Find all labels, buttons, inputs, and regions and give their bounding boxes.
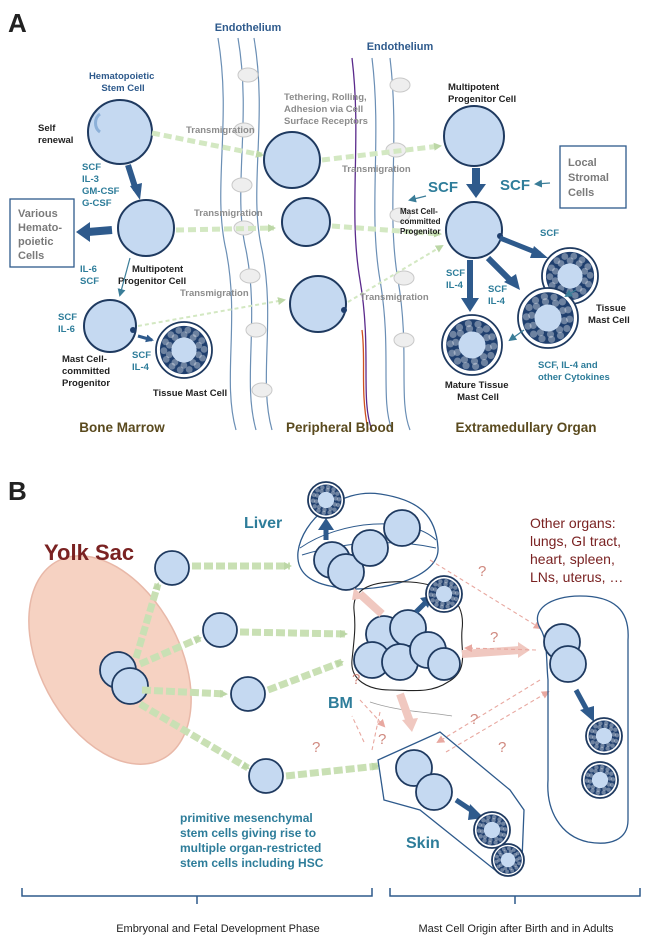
- tethering-label: Tethering, Rolling, Adhesion via Cell Su…: [284, 92, 369, 127]
- scf-big-label: SCF: [428, 179, 458, 196]
- svg-text:?: ?: [378, 731, 386, 748]
- tissue-mast-bm-label: Tissue Mast Cell: [153, 388, 227, 399]
- tissue-mast-org-label: Tissue Mast Cell: [588, 303, 630, 326]
- il6-scf-label: IL-6 SCF: [80, 264, 100, 287]
- organ-mast-cell-2: [581, 761, 619, 799]
- scf-big-right-label: SCF: [500, 177, 530, 194]
- multipotent-org-label: Multipotent Progenitor Cell: [448, 82, 516, 105]
- various-cells-box: [9, 198, 75, 268]
- yolk-cell-2: [111, 667, 149, 705]
- tissue-mast-cell-bm: [155, 321, 213, 379]
- brace-adult: [389, 888, 641, 904]
- liver-mast-cell: [307, 481, 345, 519]
- liver-cell-4: [383, 509, 421, 547]
- svg-text:?: ?: [490, 629, 498, 646]
- mc-committed-org-cell: [445, 201, 503, 259]
- migrating-cell-4: [248, 758, 284, 794]
- blood-cell-2: [281, 197, 331, 247]
- migrating-cell-2: [202, 612, 238, 648]
- primitive-cells-label: primitive mesenchymal stem cells giving …: [180, 811, 325, 870]
- phase-embryonal-label: Embryonal and Fetal Development Phase: [116, 923, 320, 935]
- other-organ-outline: [536, 595, 629, 844]
- bm-cell-6: [427, 647, 461, 681]
- yolk-sac-label: Yolk Sac: [44, 540, 134, 565]
- scf-factor-list: SCF IL-3 GM-CSF G-CSF: [82, 162, 122, 209]
- col-peripheral-blood: Peripheral Blood: [286, 420, 394, 435]
- endothelium-left-vessel: [217, 37, 273, 431]
- transmigration-label-3: Transmigration: [180, 288, 249, 299]
- svg-text:?: ?: [312, 739, 320, 756]
- mc-committed-bm-label: Mast Cell- committed Progenitor: [62, 354, 113, 389]
- migrating-cell-3: [230, 676, 266, 712]
- transmigration-arrow-3: [137, 297, 286, 327]
- cytokines-label: SCF, IL-4 and other Cytokines: [538, 360, 610, 383]
- liver-label: Liver: [244, 515, 282, 532]
- scf-il4-bm-label: SCF IL-4: [132, 350, 154, 373]
- transmigration-label-1: Transmigration: [186, 125, 255, 136]
- skin-mast-cell-1: [473, 811, 511, 849]
- svg-text:?: ?: [470, 711, 478, 728]
- migrating-cell-1: [154, 550, 190, 586]
- mc-committed-bm-cell: [83, 299, 137, 353]
- question-marks: ? ? ? ? ? ? ?: [312, 563, 506, 756]
- liver-cell-3: [351, 529, 389, 567]
- scf-right-label: SCF: [540, 228, 559, 239]
- scf-il4-org2-label: SCF IL-4: [488, 284, 510, 307]
- self-renewal-label: Self renewal: [38, 123, 73, 146]
- svg-text:?: ?: [352, 671, 360, 688]
- mc-committed-org-label: Mast Cell- committed Progenitor: [400, 207, 443, 236]
- bm-label: BM: [328, 695, 353, 712]
- hsc-label: Hematopoietic Stem Cell: [89, 71, 157, 94]
- transmigration-arrow-1: [151, 130, 264, 158]
- committed-to-tissue-arrow: [485, 255, 515, 285]
- hsc-cell: [87, 99, 153, 165]
- multipotent-to-various-arrow: [87, 226, 113, 236]
- transmigration-label-4: Transmigration: [342, 164, 411, 175]
- various-cells-label: Various Hemato- poietic Cells: [18, 208, 65, 262]
- col-bone-marrow: Bone Marrow: [79, 420, 165, 435]
- yolk-migration-arrows: [132, 562, 380, 780]
- mature-tissue-mast-cell: [441, 314, 503, 376]
- multipotent-bm-cell: [117, 199, 175, 257]
- bm-mast-cell: [425, 575, 463, 613]
- transmigration-label-5: Transmigration: [360, 292, 429, 303]
- scf-il4-org1-label: SCF IL-4: [446, 268, 468, 291]
- skin-mast-cell-2: [491, 843, 525, 877]
- blood-cell-1: [263, 131, 321, 189]
- organ-dashed-arrows: [351, 559, 550, 753]
- organ-mast-cell-1: [585, 717, 623, 755]
- transmigration-arrow-5: [331, 223, 442, 238]
- multipotent-org-cell: [443, 105, 505, 167]
- col-extramedullary: Extramedullary Organ: [455, 420, 596, 435]
- tissue-mast-cell-org: [517, 287, 579, 349]
- liver-cell-2: [327, 553, 365, 591]
- organ-cell-2: [549, 645, 587, 683]
- svg-text:?: ?: [478, 563, 486, 580]
- skin-cell-2: [415, 773, 453, 811]
- brace-embryonal: [21, 888, 373, 904]
- transmigration-arrow-6: [347, 244, 444, 303]
- panel-b-letter: B: [8, 476, 27, 506]
- svg-text:?: ?: [498, 739, 506, 756]
- transmigration-label-2: Transmigration: [194, 208, 263, 219]
- other-organs-label: Other organs: lungs, GI tract, heart, sp…: [530, 515, 625, 585]
- transmigration-arrow-2: [175, 224, 276, 233]
- scf-il6-left-label: SCF IL-6: [58, 312, 80, 335]
- blood-cell-3: [289, 275, 347, 333]
- endothelium-left-label: Endothelium: [215, 22, 282, 34]
- endothelium-right-label: Endothelium: [367, 41, 434, 53]
- phase-adult-label: Mast Cell Origin after Birth and in Adul…: [418, 923, 614, 935]
- panel-a-letter: A: [8, 8, 27, 38]
- local-stromal-label: Local Stromal Cells: [568, 157, 612, 199]
- local-stromal-box: [559, 145, 627, 209]
- transmigration-arrow-4: [321, 142, 442, 163]
- skin-label: Skin: [406, 835, 440, 852]
- multipotent-bm-label: Multipotent Progenitor Cell: [118, 264, 186, 287]
- self-renewal-arrow: [94, 112, 101, 134]
- mature-tissue-label: Mature Tissue Mast Cell: [445, 380, 511, 403]
